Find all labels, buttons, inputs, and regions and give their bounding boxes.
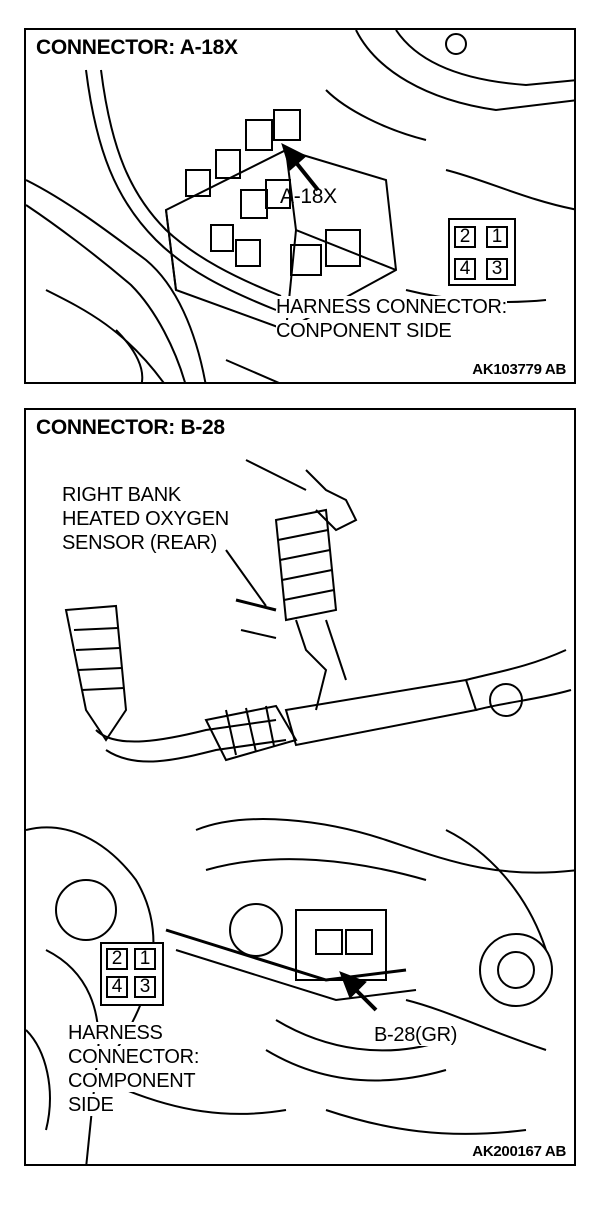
sensor-label-line1: RIGHT BANK — [62, 484, 181, 506]
connector-a18x-panel: CONNECTOR: A-18X A-18X 2 1 4 3 HARNESS C… — [24, 28, 576, 384]
panel-a-figure-code: AK103779 AB — [472, 361, 566, 378]
a18x-pointer-label: A-18X — [280, 185, 337, 208]
a18x-connector-label-line2: CONPONENT SIDE — [276, 320, 452, 342]
b28-pin-3: 3 — [134, 976, 156, 998]
b28-pointer-label: B-28(GR) — [374, 1024, 458, 1046]
a18x-pin-4: 4 — [454, 258, 476, 280]
a18x-pin-3: 3 — [486, 258, 508, 280]
sensor-label-line2: HEATED OXYGEN — [62, 508, 229, 530]
engine-bay-relay-box-illustration — [26, 30, 574, 382]
a18x-pin-1: 1 — [486, 226, 508, 248]
b28-connector-label-line4: SIDE — [68, 1094, 114, 1116]
b28-pin-2: 2 — [106, 948, 128, 970]
b28-connector-label-line1: HARNESS — [68, 1022, 163, 1044]
panel-b-title: CONNECTOR: B-28 — [36, 416, 225, 439]
a18x-connector-label-line1: HARNESS CONNECTOR: — [276, 296, 507, 318]
panel-a-title: CONNECTOR: A-18X — [36, 36, 238, 59]
b28-connector-label-line3: COMPONENT — [68, 1070, 196, 1092]
b28-pin-1: 1 — [134, 948, 156, 970]
connector-b28-panel: CONNECTOR: B-28 RIGHT BANK HEATED OXYGEN… — [24, 408, 576, 1166]
b28-connector-label-line2: CONNECTOR: — [68, 1046, 200, 1068]
b28-pin-4: 4 — [106, 976, 128, 998]
panel-b-figure-code: AK200167 AB — [472, 1143, 566, 1160]
exhaust-and-engine-illustration — [26, 459, 574, 1164]
a18x-pin-2: 2 — [454, 226, 476, 248]
sensor-label-line3: SENSOR (REAR) — [62, 532, 218, 554]
